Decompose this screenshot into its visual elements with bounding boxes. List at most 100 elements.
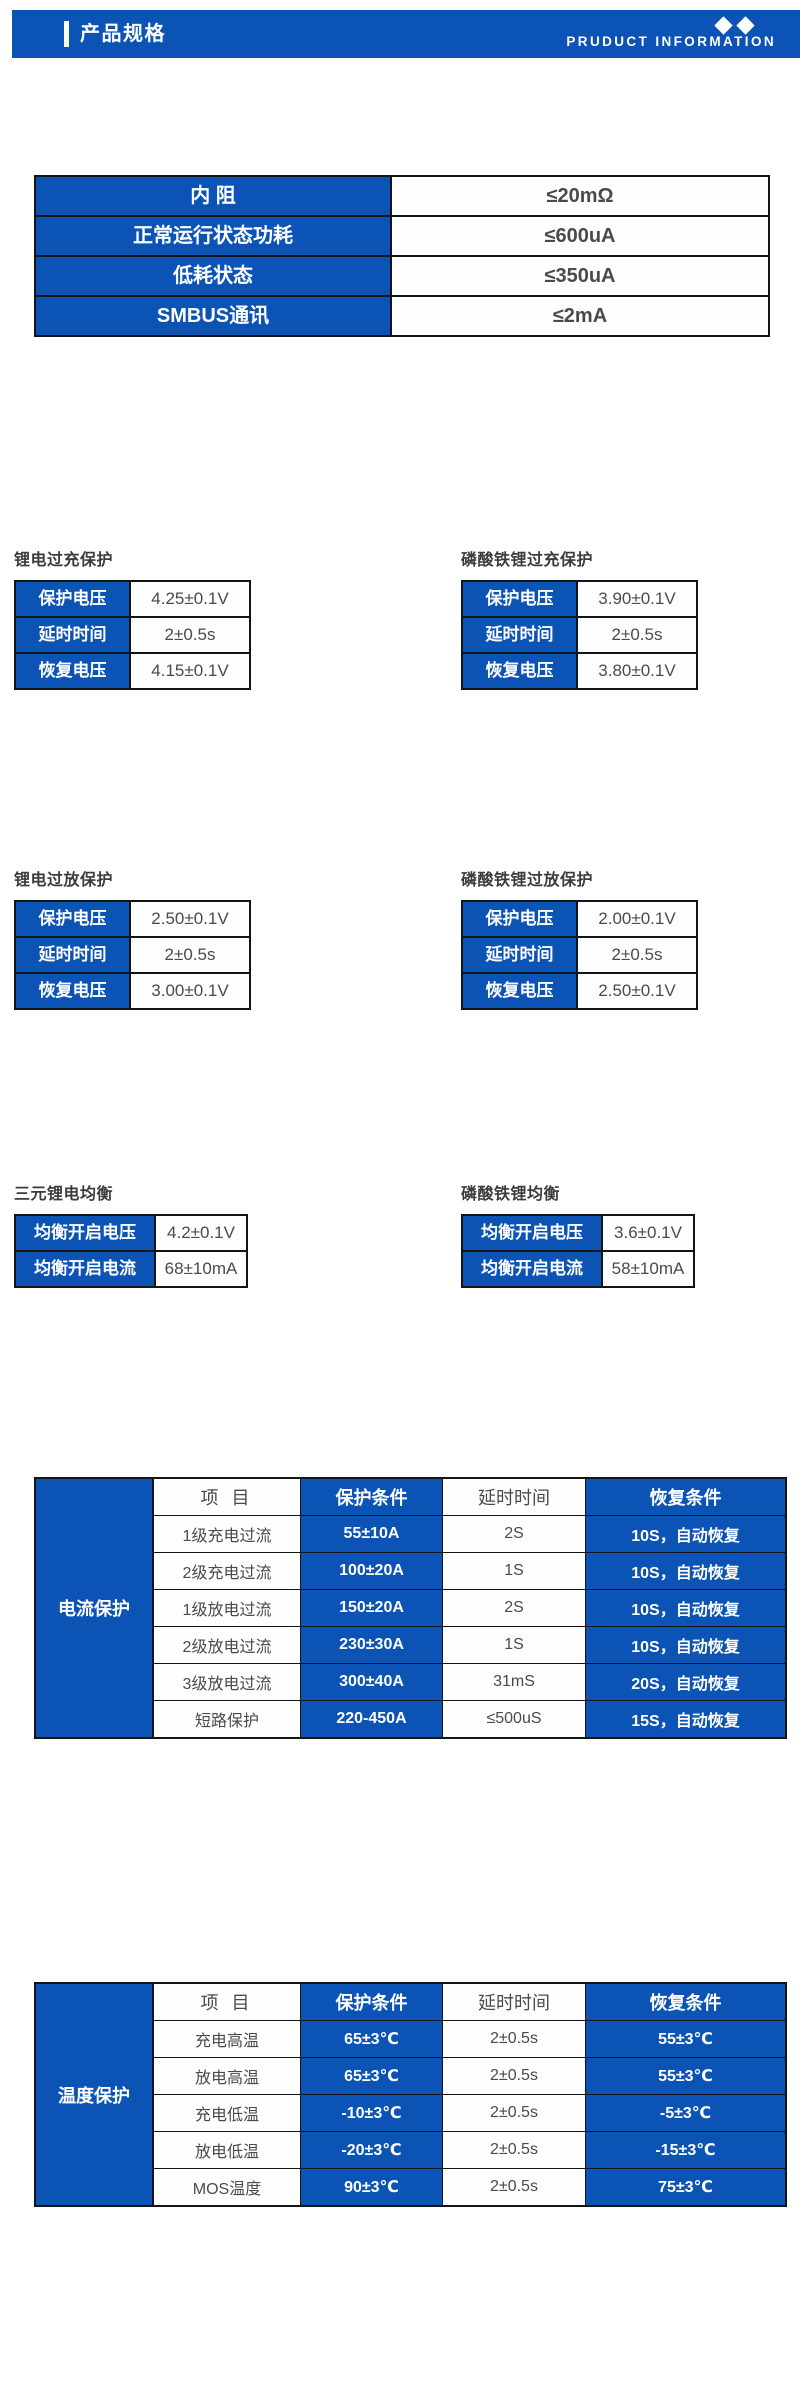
row-value: 2±0.5s — [576, 936, 698, 974]
page-title: 产品规格 — [80, 23, 166, 45]
table-row: 均衡开启电压 4.2±0.1V — [14, 1214, 248, 1252]
section-title: 磷酸铁锂过放保护 — [461, 872, 594, 889]
section-title: 三元锂电均衡 — [14, 1186, 114, 1203]
row-value: 4.2±0.1V — [154, 1214, 248, 1252]
table-row: 均衡开启电压 3.6±0.1V — [461, 1214, 695, 1252]
table-row: MOS温度 90±3℃ 2±0.5s 75±3℃ — [35, 2168, 787, 2207]
table-row: 2级放电过流 230±30A 1S 10S，自动恢复 — [35, 1626, 787, 1664]
row-value: 4.25±0.1V — [129, 580, 251, 618]
cell-delay: 1S — [442, 1552, 586, 1590]
overdischarge-lithium-block: 锂电过放保护 保护电压 2.50±0.1V 延时时间 2±0.5s 恢复电压 3… — [14, 866, 251, 1010]
row-value: ≤20mΩ — [390, 175, 770, 217]
row-label: SMBUS通讯 — [34, 295, 392, 337]
row-label: 低耗状态 — [34, 255, 392, 297]
row-label: 保护电压 — [461, 580, 578, 618]
section-title: 磷酸铁锂过充保护 — [461, 552, 594, 569]
table-row: SMBUS通讯 ≤2mA — [34, 295, 770, 337]
table-row: 恢复电压 3.00±0.1V — [14, 972, 251, 1010]
row-label: 延时时间 — [461, 616, 578, 654]
table-row: 恢复电压 4.15±0.1V — [14, 652, 251, 690]
diamond-icon — [714, 16, 733, 35]
table-row: 保护电压 3.90±0.1V — [461, 580, 698, 618]
table-row: 短路保护 220-450A ≤500uS 15S，自动恢复 — [35, 1700, 787, 1739]
row-value: 2.50±0.1V — [576, 972, 698, 1010]
table-row: 均衡开启电流 58±10mA — [461, 1250, 695, 1288]
column-header-protection: 保护条件 — [300, 1982, 443, 2021]
column-header-recovery: 恢复条件 — [585, 1477, 787, 1516]
table-row: 充电低温 -10±3℃ 2±0.5s -5±3℃ — [35, 2094, 787, 2132]
row-value: 2.00±0.1V — [576, 900, 698, 938]
cell-delay: 2±0.5s — [442, 2131, 586, 2169]
column-header-item: 项 目 — [152, 1477, 301, 1516]
cell-delay: 2±0.5s — [442, 2094, 586, 2132]
row-label: 正常运行状态功耗 — [34, 215, 392, 257]
row-label: 均衡开启电流 — [14, 1250, 156, 1288]
cell-protection: 220-450A — [300, 1700, 443, 1739]
row-label: 延时时间 — [14, 616, 131, 654]
cell-item: 放电高温 — [152, 2057, 301, 2095]
table-header-row: 温度保护 项 目 保护条件 延时时间 恢复条件 — [34, 1982, 787, 2206]
cell-protection: 300±40A — [300, 1663, 443, 1701]
overcharge-lifepo4-block: 磷酸铁锂过充保护 保护电压 3.90±0.1V 延时时间 2±0.5s 恢复电压… — [461, 546, 698, 690]
row-value: 2.50±0.1V — [129, 900, 251, 938]
cell-protection: 65±3℃ — [300, 2057, 443, 2095]
column-header-item: 项 目 — [152, 1982, 301, 2021]
cell-delay: 2±0.5s — [442, 2020, 586, 2058]
cell-recovery: 10S，自动恢复 — [585, 1626, 787, 1664]
row-header-temperature-protection: 温度保护 — [34, 1983, 154, 2206]
cell-delay: 1S — [442, 1626, 586, 1664]
cell-item: 2级充电过流 — [152, 1552, 301, 1590]
table-row: 正常运行状态功耗 ≤600uA — [34, 215, 770, 257]
diamond-decoration — [714, 16, 755, 35]
table-row: 均衡开启电流 68±10mA — [14, 1250, 248, 1288]
page-header: 产品规格 PRUDUCT INFORMATION — [12, 10, 800, 58]
row-label: 恢复电压 — [14, 972, 131, 1010]
cell-item: 充电低温 — [152, 2094, 301, 2132]
cell-delay: 2±0.5s — [442, 2057, 586, 2095]
table-row: 延时时间 2±0.5s — [461, 616, 698, 654]
cell-item: 短路保护 — [152, 1700, 301, 1739]
table-row: 恢复电压 2.50±0.1V — [461, 972, 698, 1010]
row-header-current-protection: 电流保护 — [34, 1478, 154, 1738]
overcharge-lithium-table: 保护电压 4.25±0.1V 延时时间 2±0.5s 恢复电压 4.15±0.1… — [14, 580, 251, 690]
row-value: 4.15±0.1V — [129, 652, 251, 690]
cell-protection: 55±10A — [300, 1515, 443, 1553]
cell-recovery: 10S，自动恢复 — [585, 1589, 787, 1627]
cell-protection: 230±30A — [300, 1626, 443, 1664]
balance-lifepo4-block: 磷酸铁锂均衡 均衡开启电压 3.6±0.1V 均衡开启电流 58±10mA — [461, 1180, 695, 1288]
cell-recovery: 15S，自动恢复 — [585, 1700, 787, 1739]
cell-recovery: 55±3℃ — [585, 2020, 787, 2058]
cell-protection: 90±3℃ — [300, 2168, 443, 2207]
table-row: 放电低温 -20±3℃ 2±0.5s -15±3℃ — [35, 2131, 787, 2169]
cell-delay: 2S — [442, 1515, 586, 1553]
balance-ternary-table: 均衡开启电压 4.2±0.1V 均衡开启电流 68±10mA — [14, 1214, 248, 1288]
row-label: 均衡开启电流 — [461, 1250, 603, 1288]
cell-item: 3级放电过流 — [152, 1663, 301, 1701]
main-spec-table: 内 阻 ≤20mΩ 正常运行状态功耗 ≤600uA 低耗状态 ≤350uA SM… — [34, 175, 770, 337]
header-title-group: 产品规格 — [64, 21, 166, 47]
row-value: ≤350uA — [390, 255, 770, 297]
cell-item: 1级充电过流 — [152, 1515, 301, 1553]
header-brand-group: PRUDUCT INFORMATION — [566, 16, 776, 49]
row-label: 均衡开启电压 — [14, 1214, 156, 1252]
overcharge-lifepo4-table: 保护电压 3.90±0.1V 延时时间 2±0.5s 恢复电压 3.80±0.1… — [461, 580, 698, 690]
column-header-delay: 延时时间 — [442, 1477, 586, 1516]
overdischarge-lithium-table: 保护电压 2.50±0.1V 延时时间 2±0.5s 恢复电压 3.00±0.1… — [14, 900, 251, 1010]
row-value: 3.90±0.1V — [576, 580, 698, 618]
cell-item: 放电低温 — [152, 2131, 301, 2169]
overdischarge-lifepo4-table: 保护电压 2.00±0.1V 延时时间 2±0.5s 恢复电压 2.50±0.1… — [461, 900, 698, 1010]
table-row: 3级放电过流 300±40A 31mS 20S，自动恢复 — [35, 1663, 787, 1701]
cell-recovery: 10S，自动恢复 — [585, 1552, 787, 1590]
section-title: 锂电过充保护 — [14, 552, 114, 569]
cell-recovery: -5±3℃ — [585, 2094, 787, 2132]
table-row: 1级充电过流 55±10A 2S 10S，自动恢复 — [35, 1515, 787, 1553]
table-header-row: 电流保护 项 目 保护条件 延时时间 恢复条件 — [34, 1477, 787, 1738]
cell-item: 1级放电过流 — [152, 1589, 301, 1627]
table-row: 保护电压 2.00±0.1V — [461, 900, 698, 938]
cell-item: 2级放电过流 — [152, 1626, 301, 1664]
row-value: 68±10mA — [154, 1250, 248, 1288]
overdischarge-lifepo4-block: 磷酸铁锂过放保护 保护电压 2.00±0.1V 延时时间 2±0.5s 恢复电压… — [461, 866, 698, 1010]
table-row: 延时时间 2±0.5s — [14, 936, 251, 974]
temperature-protection-table-wrap: 温度保护 项 目 保护条件 延时时间 恢复条件 充电高温 65±3℃ 2±0.5… — [34, 1982, 787, 2207]
